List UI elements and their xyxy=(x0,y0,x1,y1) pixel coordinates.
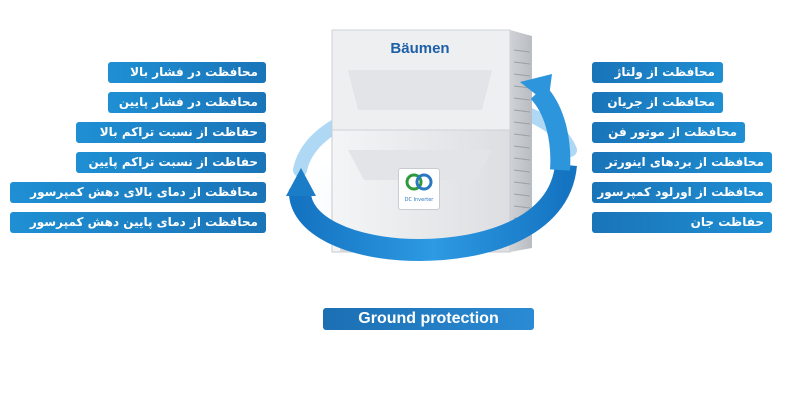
left-label-low-pressure: محافظت در فشار پایین xyxy=(108,92,266,113)
left-label-low-compression-ratio: حفاظت از نسبت تراکم پایین xyxy=(76,152,266,173)
emblem-caption: DC Inverter xyxy=(404,197,434,203)
left-label-low-discharge-temp: محافظت از دمای پایین دهش کمپرسور xyxy=(10,212,266,233)
ground-protection-label: Ground protection xyxy=(323,308,534,330)
left-label-high-pressure: محافظت در فشار بالا xyxy=(108,62,266,83)
left-label-high-compression-ratio: حفاظت از نسبت تراکم بالا xyxy=(76,122,266,143)
circular-arrow-icon xyxy=(275,29,577,262)
outdoor-unit-graphic: Bäumen DC Inverter xyxy=(270,0,590,275)
left-label-high-discharge-temp: محافظت از دمای بالای دهش کمپرسور xyxy=(10,182,266,203)
right-label-fan-motor: محافظت از موتور فن xyxy=(592,122,745,143)
inverter-emblem-icon: DC Inverter xyxy=(398,168,440,210)
right-label-voltage: محافظت از ولتاژ xyxy=(592,62,723,83)
brand-logo: Bäumen xyxy=(390,40,450,57)
right-label-compressor-overload: محافظت از اورلود کمپرسور xyxy=(592,182,772,203)
right-label-inverter-boards: محافظت از بردهای اینورتر xyxy=(592,152,772,173)
right-label-current: محافظت از جریان xyxy=(592,92,723,113)
right-label-life-protection: حفاظت جان xyxy=(592,212,772,233)
